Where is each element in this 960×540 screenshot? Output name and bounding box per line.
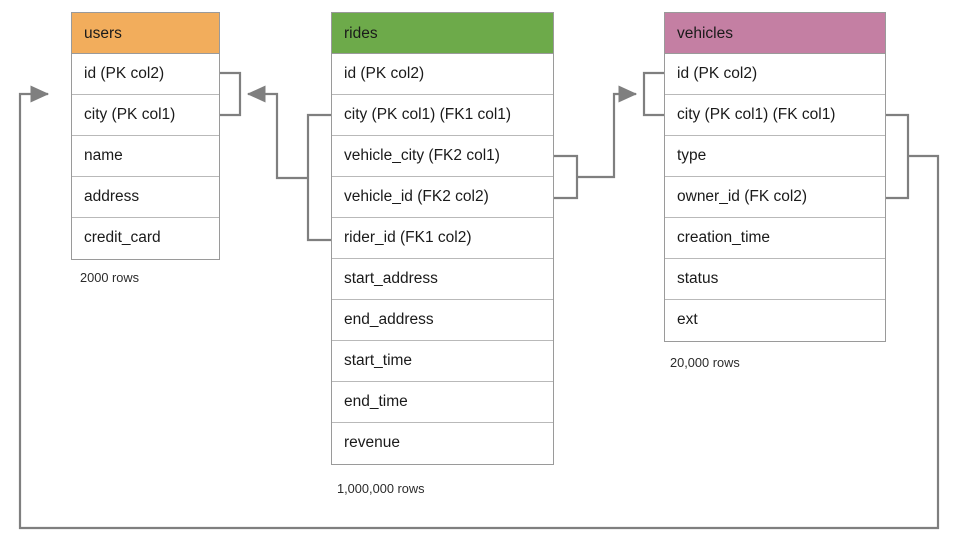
table-rides-field-id[interactable]: id (PK col2) (332, 54, 553, 95)
table-users-field-credit-card[interactable]: credit_card (72, 218, 219, 259)
table-rides-field-start-time[interactable]: start_time (332, 341, 553, 382)
table-users-row-count: 2000 rows (80, 270, 140, 285)
table-rides-field-revenue[interactable]: revenue (332, 423, 553, 464)
connector-rides-fk1-bracket (306, 113, 331, 242)
table-users-field-name[interactable]: name (72, 136, 219, 177)
connector-rides-fk2-to-vehicles (577, 85, 638, 179)
table-rides-header: rides (332, 13, 553, 54)
table-rides-field-vehicle-id[interactable]: vehicle_id (FK2 col2) (332, 177, 553, 218)
table-vehicles-field-city[interactable]: city (PK col1) (FK col1) (665, 95, 885, 136)
table-users[interactable]: users id (PK col2) city (PK col1) name a… (71, 12, 220, 260)
table-rides[interactable]: rides id (PK col2) city (PK col1) (FK1 c… (331, 12, 554, 465)
table-vehicles-field-status[interactable]: status (665, 259, 885, 300)
table-rides-field-start-address[interactable]: start_address (332, 259, 553, 300)
table-rides-row-count: 1,000,000 rows (337, 481, 425, 496)
table-vehicles[interactable]: vehicles id (PK col2) city (PK col1) (FK… (664, 12, 886, 342)
table-rides-field-city[interactable]: city (PK col1) (FK1 col1) (332, 95, 553, 136)
table-users-field-id[interactable]: id (PK col2) (72, 54, 219, 95)
table-users-header: users (72, 13, 219, 54)
connector-vehicles-pk-bracket (642, 71, 664, 117)
connector-rides-fk2-bracket (554, 154, 579, 200)
table-vehicles-field-id[interactable]: id (PK col2) (665, 54, 885, 95)
table-vehicles-header: vehicles (665, 13, 885, 54)
table-vehicles-field-ext[interactable]: ext (665, 300, 885, 341)
table-rides-field-rider-id[interactable]: rider_id (FK1 col2) (332, 218, 553, 259)
table-rides-field-vehicle-city[interactable]: vehicle_city (FK2 col1) (332, 136, 553, 177)
table-vehicles-field-owner-id[interactable]: owner_id (FK col2) (665, 177, 885, 218)
table-users-field-city[interactable]: city (PK col1) (72, 95, 219, 136)
table-vehicles-field-type[interactable]: type (665, 136, 885, 177)
connector-rides-fk1-to-users (246, 85, 308, 180)
table-users-field-address[interactable]: address (72, 177, 219, 218)
connector-vehicles-fk-bracket (886, 113, 910, 200)
table-rides-field-end-address[interactable]: end_address (332, 300, 553, 341)
table-vehicles-field-creation-time[interactable]: creation_time (665, 218, 885, 259)
table-vehicles-row-count: 20,000 rows (670, 355, 740, 370)
table-rides-field-end-time[interactable]: end_time (332, 382, 553, 423)
connector-users-pk-bracket (220, 71, 242, 117)
